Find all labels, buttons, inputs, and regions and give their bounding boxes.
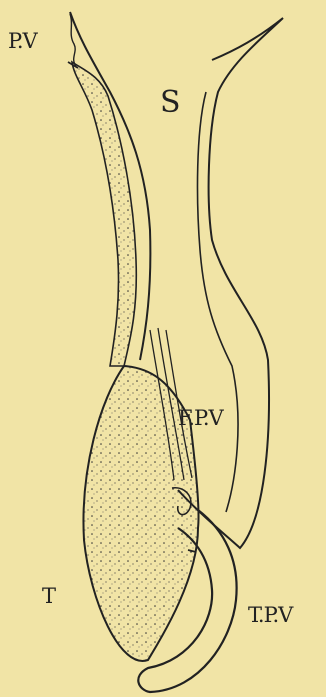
label-pv: P.V — [8, 31, 37, 52]
inner-membrane — [198, 92, 239, 512]
stippled-tube — [72, 62, 136, 366]
label-fpv: F.P.V — [178, 408, 223, 429]
label-tpv: T.P.V — [248, 605, 292, 626]
label-t: T — [42, 586, 55, 607]
label-s: S — [160, 88, 180, 118]
